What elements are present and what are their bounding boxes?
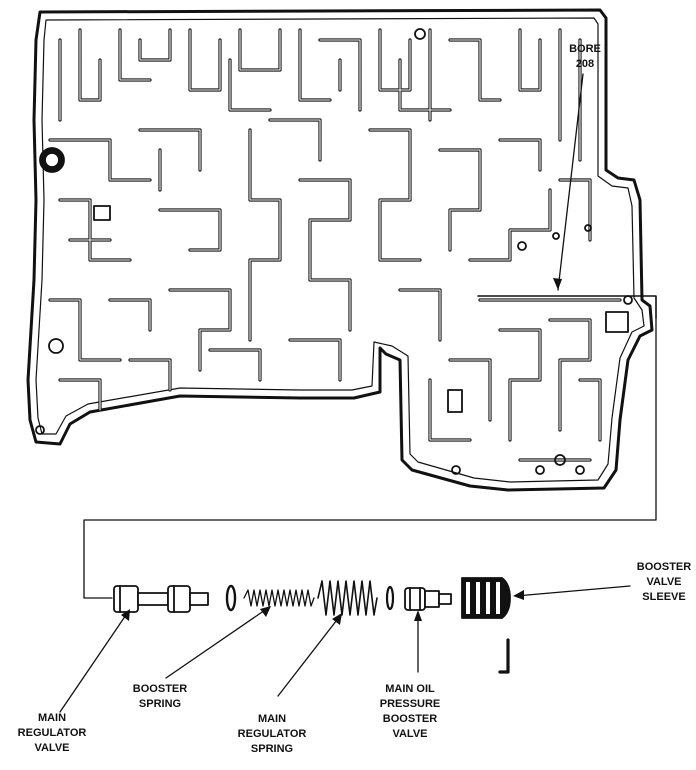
main-regulator-valve-callout: MAIN REGULATOR VALVE: [18, 609, 130, 754]
booster-valve-sleeve-line2: VALVE: [646, 576, 681, 588]
main-regulator-valve-line1: MAIN: [38, 712, 66, 724]
main-regulator-valve-part: [113, 585, 209, 613]
main-regulator-spring-line2: REGULATOR: [238, 728, 307, 740]
main-regulator-valve-line3: VALVE: [34, 742, 69, 754]
booster-valve-sleeve-line3: SLEEVE: [642, 591, 685, 603]
main-oil-pressure-booster-valve-line1: MAIN OIL: [385, 683, 435, 695]
booster-spring-seat-part: [225, 584, 237, 612]
booster-spring-part: [243, 589, 315, 607]
main-regulator-valve-line2: REGULATOR: [18, 727, 87, 739]
main-regulator-spring-line3: SPRING: [251, 743, 293, 755]
booster-valve-sleeve-callout: BOOSTER VALVE SLEEVE: [513, 561, 691, 603]
valve-body-plate: [26, 8, 654, 492]
booster-spring-line1: BOOSTER: [133, 683, 187, 695]
main-oil-pressure-booster-valve-line4: VALVE: [392, 728, 427, 740]
booster-valve-sleeve-line1: BOOSTER: [637, 561, 691, 573]
main-regulator-spring-callout: MAIN REGULATOR SPRING: [238, 613, 342, 755]
bore-label-line1: BORE: [569, 43, 601, 55]
main-oil-pressure-booster-valve-callout: MAIN OIL PRESSURE BOOSTER VALVE: [380, 610, 441, 740]
booster-spring-line2: SPRING: [139, 698, 181, 710]
main-regulator-spring-part: [317, 580, 378, 616]
booster-valve-sleeve-part: [461, 577, 511, 674]
main-oil-pressure-booster-valve-line2: PRESSURE: [380, 698, 441, 710]
fluid-passages: [35, 28, 657, 475]
booster-spring-callout: BOOSTER SPRING: [133, 606, 271, 710]
main-oil-pressure-booster-valve-part: [404, 587, 452, 611]
connector-leader: [83, 317, 657, 599]
spacer-washer-part: [385, 585, 395, 611]
bore-label-line2: 208: [576, 58, 594, 70]
bore-208-callout: BORE 208: [553, 43, 601, 291]
main-regulator-spring-line1: MAIN: [258, 713, 286, 725]
main-oil-pressure-booster-valve-line3: BOOSTER: [383, 713, 437, 725]
